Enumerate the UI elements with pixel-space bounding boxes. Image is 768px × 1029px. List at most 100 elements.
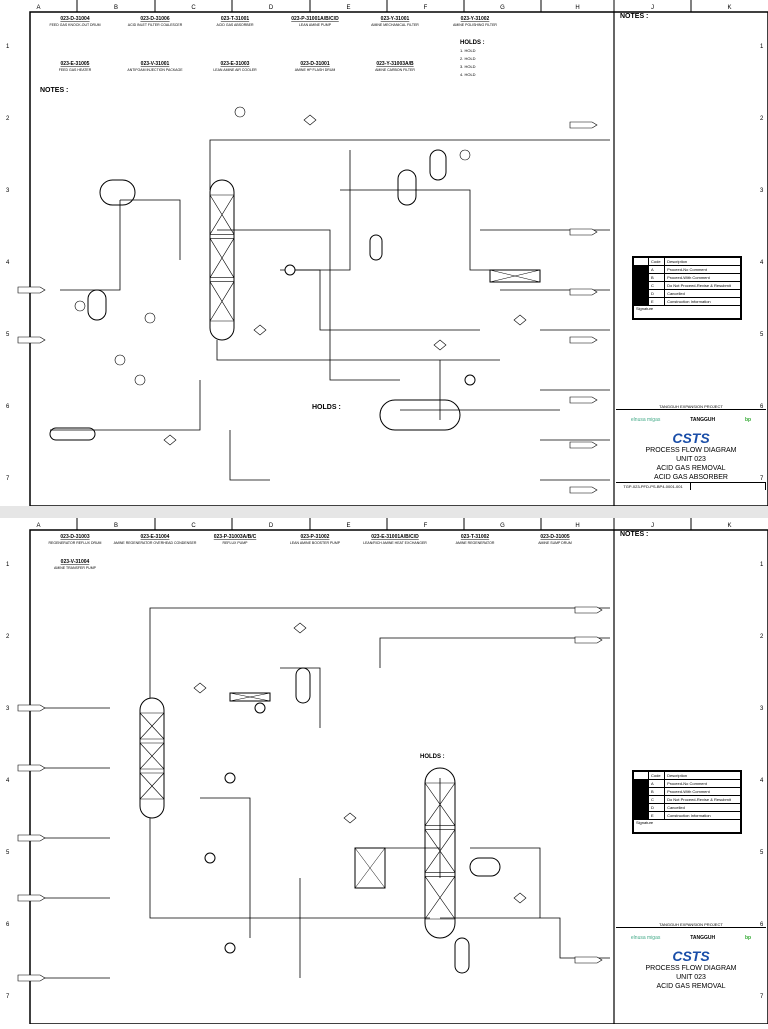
process-line xyxy=(280,269,480,331)
legend-code: D xyxy=(647,803,666,812)
row-label: 5 xyxy=(760,332,764,338)
row-label: 6 xyxy=(6,404,10,410)
fan-symbol xyxy=(229,692,271,702)
column-label: K xyxy=(727,523,731,529)
drum-vessel xyxy=(49,427,96,441)
column-label: H xyxy=(575,5,579,11)
process-line xyxy=(470,847,541,918)
equipment-tag: 023-P-31001A/B/C/D xyxy=(291,16,339,22)
column-label: E xyxy=(346,523,350,529)
column-label: J xyxy=(651,523,654,529)
equipment-description: AMINE REGENERATOR OVERHEAD CONDENSER xyxy=(114,541,197,545)
equipment-description: LEAN AMINE BOOSTER PUMP xyxy=(290,541,341,545)
drum-vessel xyxy=(379,399,461,431)
offpage-connector xyxy=(569,228,598,236)
tangguh-logo: TANGGUH xyxy=(690,935,716,941)
stream-number-diamond xyxy=(163,434,177,446)
packing-bed xyxy=(424,829,456,873)
offpage-connector xyxy=(17,974,46,982)
row-label: 7 xyxy=(760,476,764,482)
row-label: 2 xyxy=(6,634,10,640)
drum-vessel xyxy=(429,149,447,181)
stream-number-diamond xyxy=(193,682,207,694)
hold-item: 2. HOLD xyxy=(460,56,476,61)
equipment-tag: 023-T-31002 xyxy=(461,534,490,540)
legend-header: Description xyxy=(664,771,741,780)
legend-desc: Proceed-With Comment xyxy=(664,273,741,282)
offpage-connector xyxy=(569,336,598,344)
legend-code: E xyxy=(647,297,666,306)
column-vessel xyxy=(209,179,235,341)
column-label: D xyxy=(269,523,274,529)
legend-desc: Construction Information xyxy=(664,811,741,820)
row-label: 1 xyxy=(760,562,764,568)
equipment-description: LEAN AMINE PUMP xyxy=(299,23,332,27)
equipment-tag: 023-P-31002 xyxy=(301,534,330,540)
row-label: 3 xyxy=(6,706,10,712)
stream-number-diamond xyxy=(343,812,357,824)
offpage-connector xyxy=(569,486,598,494)
offpage-connector xyxy=(17,764,46,772)
drawing-number: TGP-023-PFD-PS-BP4-0001-001 xyxy=(616,483,691,490)
legend-code: B xyxy=(647,273,666,282)
drum-vessel xyxy=(295,667,311,704)
drum-vessel xyxy=(369,234,383,261)
stream-number-diamond xyxy=(293,622,307,634)
offpage-connector xyxy=(17,286,46,294)
row-label: 1 xyxy=(6,562,10,568)
legend-code: E xyxy=(647,811,666,820)
equipment-tag: 023-D-31001 xyxy=(300,61,329,67)
equipment-description: LEAN AMINE AIR COOLER xyxy=(213,68,257,72)
column-label: E xyxy=(346,5,350,11)
process-line xyxy=(290,150,351,271)
legend-code: A xyxy=(647,779,666,788)
process-line xyxy=(216,340,500,361)
drawing-title: ACID GAS REMOVAL xyxy=(656,465,726,472)
row-label: 5 xyxy=(6,850,10,856)
equipment-tag: 023-V-31004 xyxy=(61,559,90,565)
csts-logo: CSTS xyxy=(672,948,710,964)
equipment-tag: 023-Y-31003A/B xyxy=(376,61,414,67)
legend-desc: Do Not Proceed-Revise & Resubmit xyxy=(664,795,741,804)
legend-header: Code xyxy=(647,771,666,780)
hold-item: 4. HOLD xyxy=(460,72,476,77)
legend-code: A xyxy=(647,265,666,274)
column-label: F xyxy=(424,5,428,11)
equipment-description: AMINE POLISHING FILTER xyxy=(453,23,497,27)
row-label: 5 xyxy=(6,332,10,338)
drum-vessel xyxy=(99,179,136,206)
equipment-tag: 023-P-31003A/B/C xyxy=(214,534,257,540)
column-label: C xyxy=(191,5,196,11)
legend-desc: Proceed-No Comment xyxy=(664,265,741,274)
process-line xyxy=(229,430,270,481)
packing-bed xyxy=(139,742,165,770)
pump-symbol xyxy=(284,264,296,276)
column-vessel xyxy=(424,767,456,939)
fan-symbol xyxy=(354,847,386,889)
equipment-tag: 023-D-31005 xyxy=(540,534,569,540)
column-label: B xyxy=(114,5,118,11)
column-label: G xyxy=(500,5,505,11)
process-line xyxy=(60,200,121,291)
column-label: J xyxy=(651,5,654,11)
process-line xyxy=(217,229,400,381)
elnusa-logo: elnusa migas xyxy=(630,935,661,941)
equipment-tag: 023-E-31005 xyxy=(61,61,90,67)
stream-number-diamond xyxy=(513,892,527,904)
notes: NOTES : xyxy=(620,13,760,21)
legend-desc: Proceed-No Comment xyxy=(664,779,741,788)
row-label: 2 xyxy=(760,116,764,122)
process-line xyxy=(209,139,610,190)
legend-header: Description xyxy=(664,257,741,266)
column-label: B xyxy=(114,523,118,529)
tangguh-logo: TANGGUH xyxy=(690,417,716,423)
equipment-description: ACID INLET FILTER COALESCER xyxy=(128,23,183,27)
legend-desc: Cancelled xyxy=(664,289,741,298)
legend-code: D xyxy=(647,289,666,298)
stream-number-diamond xyxy=(303,114,317,126)
column-vessel xyxy=(139,697,165,819)
pump-symbol xyxy=(254,702,266,714)
